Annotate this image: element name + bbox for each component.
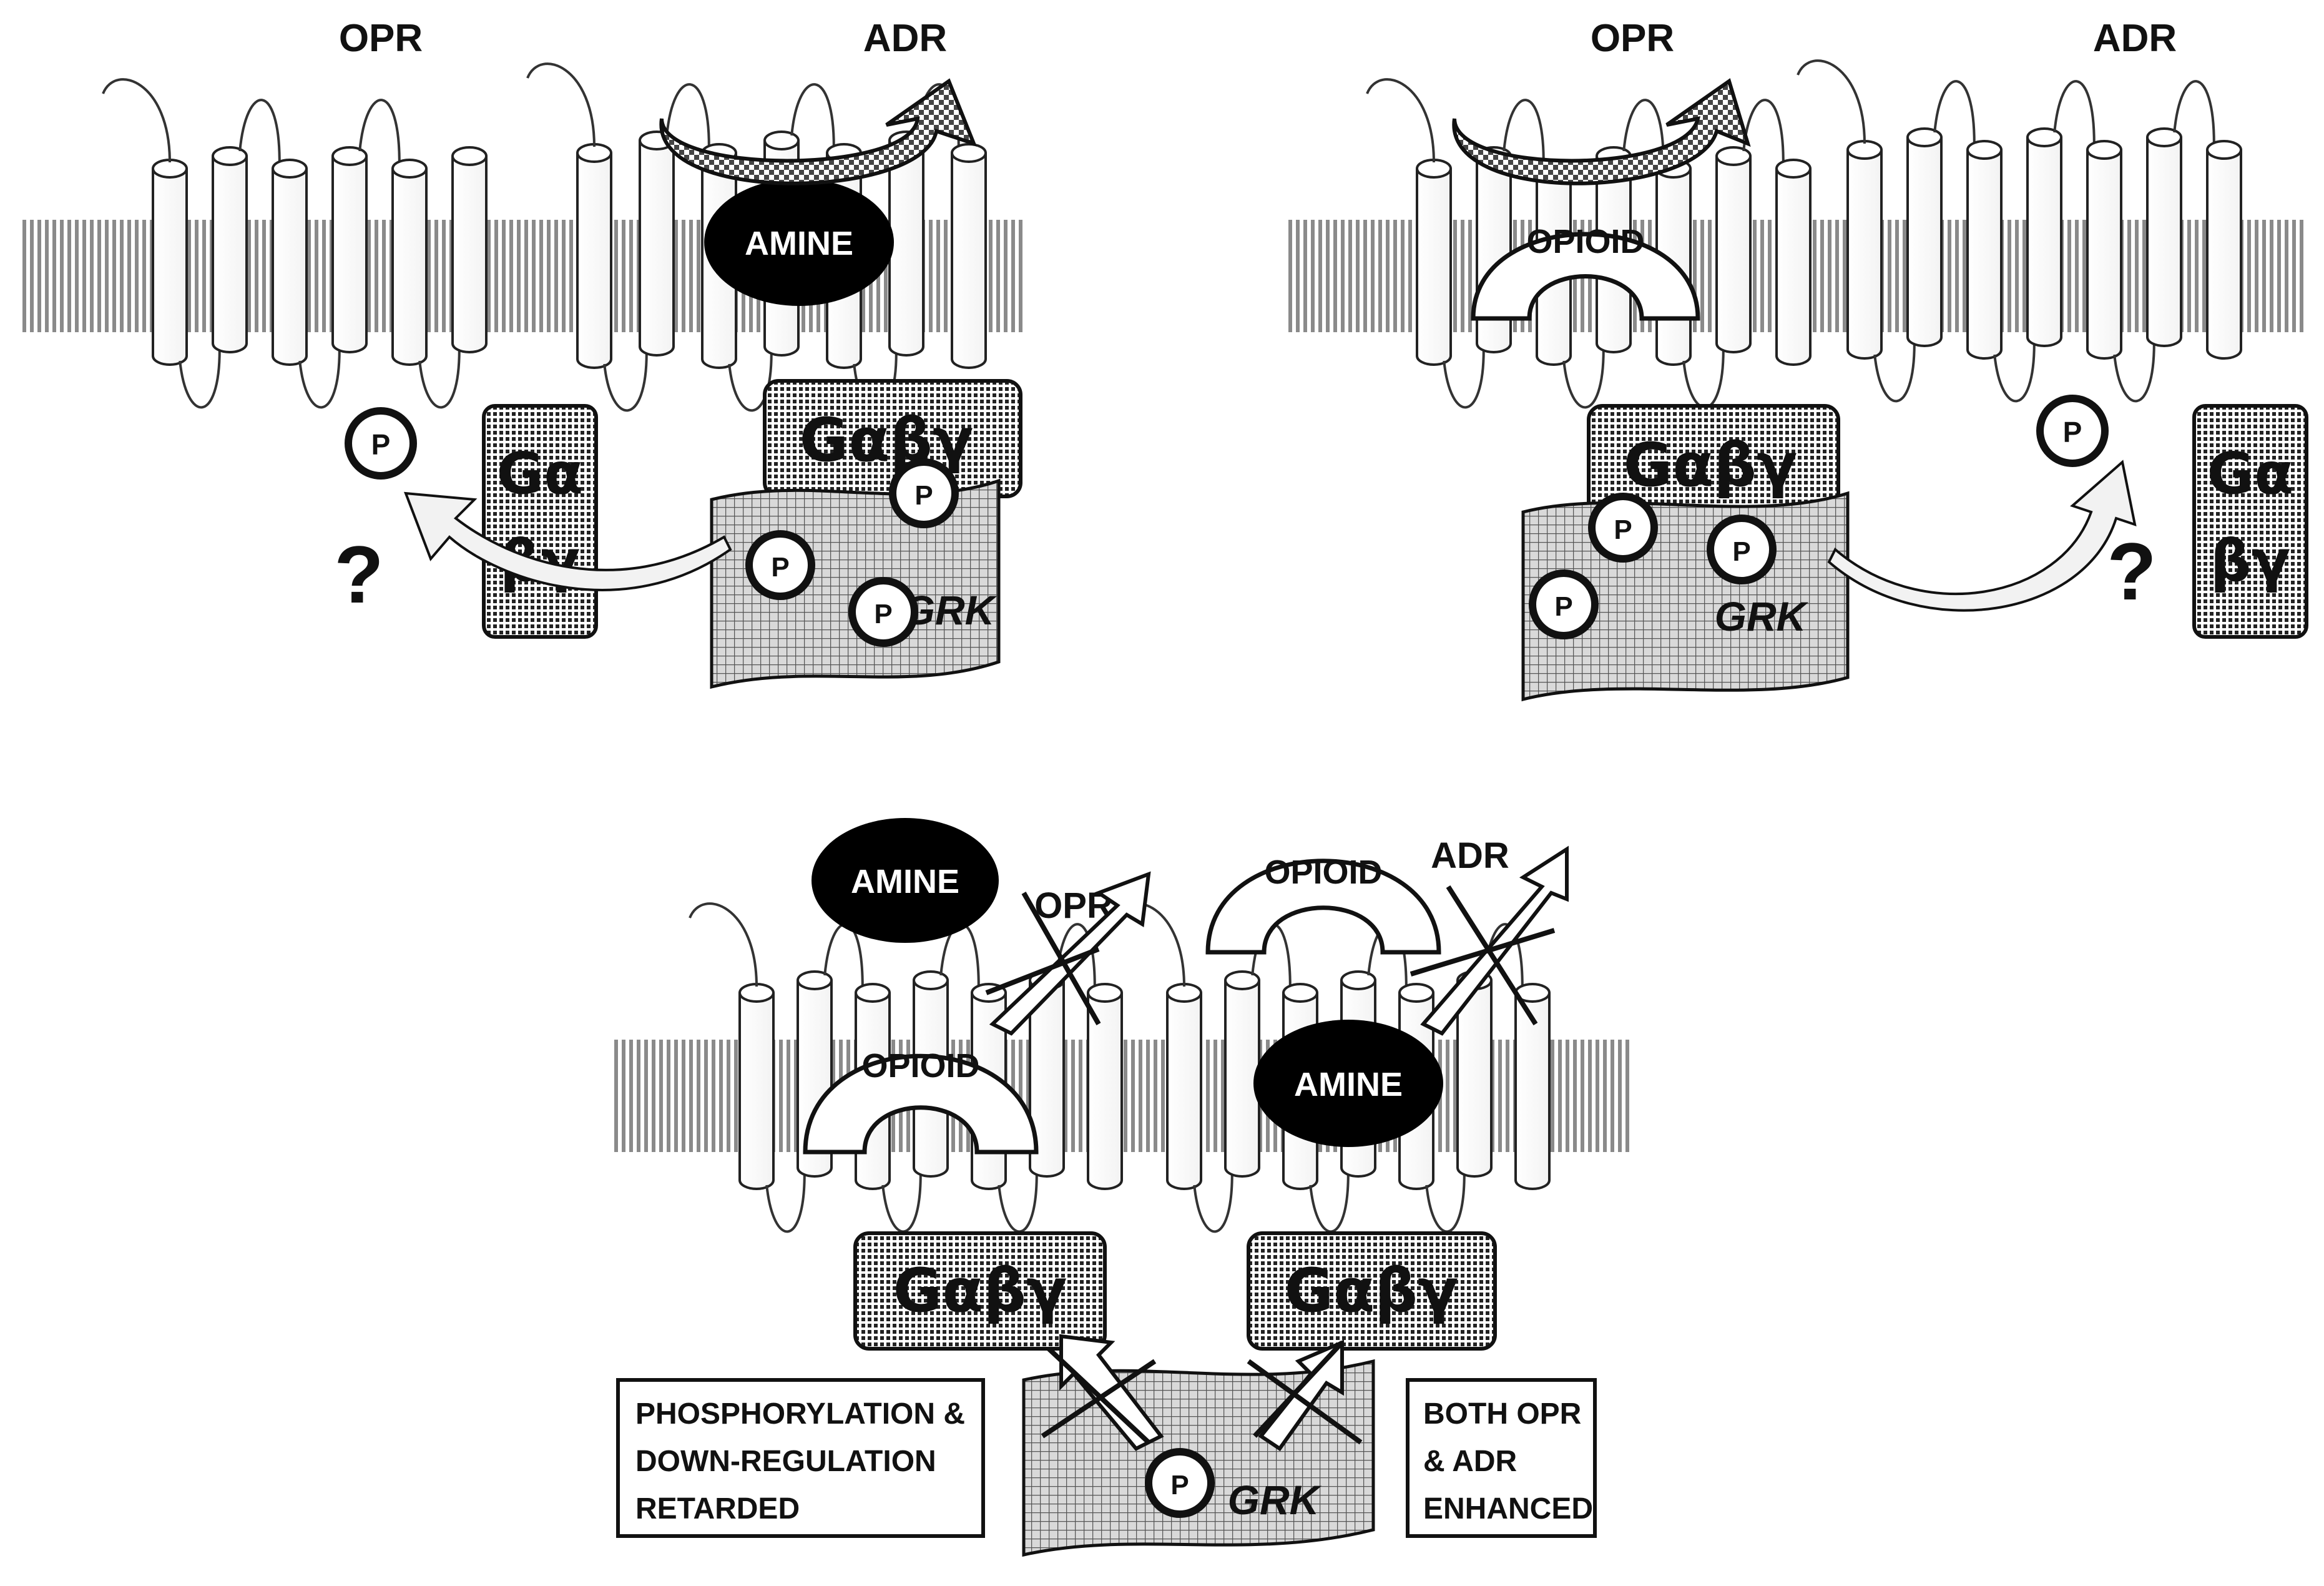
g-alpha-label: Gα <box>497 440 584 507</box>
transmembrane-helix <box>576 143 648 412</box>
transmembrane-helix <box>1087 983 1123 1190</box>
activation-arrow <box>1452 78 1751 185</box>
opr-label: OPR <box>1591 17 1674 60</box>
n-terminal-tail <box>102 78 171 163</box>
svg-text:P: P <box>2063 416 2082 448</box>
svg-text:P: P <box>1614 515 1632 545</box>
opioid-ligand-inner <box>803 1053 1039 1155</box>
note-box-right <box>1406 1378 1597 1538</box>
amine-label: AMINE <box>745 225 853 262</box>
transmembrane-helix <box>1416 159 1485 409</box>
panel-top-left: AMINE OPR ADR Gαβγ GRK P P P P Gα βγ <box>19 17 1024 689</box>
note-right-line-2: & ADR <box>1423 1445 1517 1478</box>
svg-text:P: P <box>914 480 933 511</box>
grk-label: GRK <box>1228 1477 1322 1523</box>
g-protein-left <box>853 1231 1107 1351</box>
blocked-arrow-grk-left <box>1041 1334 1164 1451</box>
g-betagamma-label: βγ <box>2210 528 2291 594</box>
transmembrane-helix <box>1166 983 1233 1233</box>
blocked-arrow-adr <box>1410 845 1569 1036</box>
svg-text:P: P <box>874 599 892 629</box>
receptor-helices <box>1366 59 2242 409</box>
transmembrane-helix <box>1514 983 1551 1190</box>
svg-text:P: P <box>1732 536 1750 567</box>
panel-top-right: OPIOID OPR ADR Gαβγ GRK P P P P ? Gα βγ <box>1286 17 2308 702</box>
g-protein-bound-label: Gαβγ <box>1624 430 1798 500</box>
opr-label: OPR <box>339 17 423 60</box>
note-left-line-2: DOWN-REGULATION <box>635 1445 936 1478</box>
phosphate-group: P <box>1145 1448 1215 1518</box>
curved-arrow <box>403 491 732 591</box>
n-terminal-tail <box>526 62 596 147</box>
transmembrane-helix <box>639 83 710 357</box>
activation-arrow <box>659 78 978 185</box>
transmembrane-helix <box>2086 140 2155 403</box>
phosphate-group: P <box>2036 395 2109 467</box>
question-mark: ? <box>334 529 383 620</box>
adr-label: ADR <box>1431 835 1509 876</box>
phosphate-group: P <box>1588 493 1658 563</box>
transmembrane-helix <box>391 159 461 409</box>
g-protein-left-label: Gαβγ <box>893 1256 1067 1326</box>
transmembrane-helix <box>951 143 987 369</box>
panel-bottom: AMINE OPIOID OPIOID AMINE OPR ADR Gαβγ G… <box>612 818 1629 1557</box>
transmembrane-helix <box>152 159 221 409</box>
amine-label-top: AMINE <box>851 863 959 900</box>
n-terminal-tail <box>1366 78 1435 163</box>
blocked-arrow-opr <box>985 871 1151 1036</box>
n-terminal-tail <box>689 902 758 987</box>
transmembrane-helix <box>2026 80 2096 347</box>
transmembrane-helix <box>2146 80 2215 347</box>
note-right-line-1: BOTH OPR <box>1423 1397 1581 1431</box>
svg-text:P: P <box>1554 591 1572 622</box>
amine-label-inner: AMINE <box>1294 1066 1403 1103</box>
blocked-arrow-grk-right <box>1247 1339 1363 1452</box>
g-protein-right <box>1247 1231 1497 1351</box>
transmembrane-helix <box>1715 99 1785 353</box>
opioid-ligand <box>1471 232 1700 321</box>
note-left-line-1: PHOSPHORYLATION & <box>635 1397 965 1431</box>
question-mark: ? <box>2107 526 2156 617</box>
phosphate-group: P <box>848 577 918 647</box>
transmembrane-helix <box>1966 140 2036 403</box>
svg-text:P: P <box>371 428 391 461</box>
transmembrane-helix <box>738 983 806 1233</box>
transmembrane-helix <box>331 99 401 353</box>
grk-label: GRK <box>903 587 998 633</box>
phosphate-group: P <box>345 407 417 480</box>
n-terminal-tail <box>1797 59 1866 144</box>
note-box-left <box>616 1378 985 1538</box>
opioid-label-inner: OPIOID <box>861 1047 979 1085</box>
transmembrane-helix <box>1775 159 1812 366</box>
curved-arrow <box>1827 460 2137 612</box>
adr-label: ADR <box>2093 17 2177 60</box>
note-left-line-3: RETARDED <box>635 1492 800 1525</box>
amine-ligand <box>704 179 894 306</box>
opioid-label: OPIOID <box>1526 223 1644 260</box>
transmembrane-helix <box>1846 140 1916 403</box>
g-protein-right-label: Gαβγ <box>1285 1256 1459 1326</box>
phosphate-group: P <box>889 458 959 528</box>
g-alpha-label: Gα <box>2207 440 2294 507</box>
amine-ligand-inner <box>1253 1020 1443 1147</box>
transmembrane-helix <box>1906 80 1976 347</box>
svg-text:P: P <box>1170 1470 1189 1500</box>
opioid-ligand-top <box>1205 859 1441 955</box>
g-protein-bound-label: Gαβγ <box>800 405 974 475</box>
transmembrane-helix <box>272 159 341 409</box>
svg-text:P: P <box>771 552 789 583</box>
phosphate-group: P <box>1529 569 1599 639</box>
transmembrane-helix <box>451 146 488 353</box>
adr-label: ADR <box>863 17 947 60</box>
phosphate-group: P <box>745 530 815 600</box>
note-right-line-3: ENHANCED <box>1423 1492 1593 1525</box>
transmembrane-helix <box>212 99 281 353</box>
g-alpha-betagamma-dissociated <box>2192 404 2308 639</box>
amine-ligand-top <box>811 818 999 943</box>
phosphate-group: P <box>1707 515 1777 584</box>
grk-label: GRK <box>1715 593 1809 639</box>
opioid-label-top: OPIOID <box>1264 854 1382 891</box>
transmembrane-helix <box>2206 140 2242 360</box>
